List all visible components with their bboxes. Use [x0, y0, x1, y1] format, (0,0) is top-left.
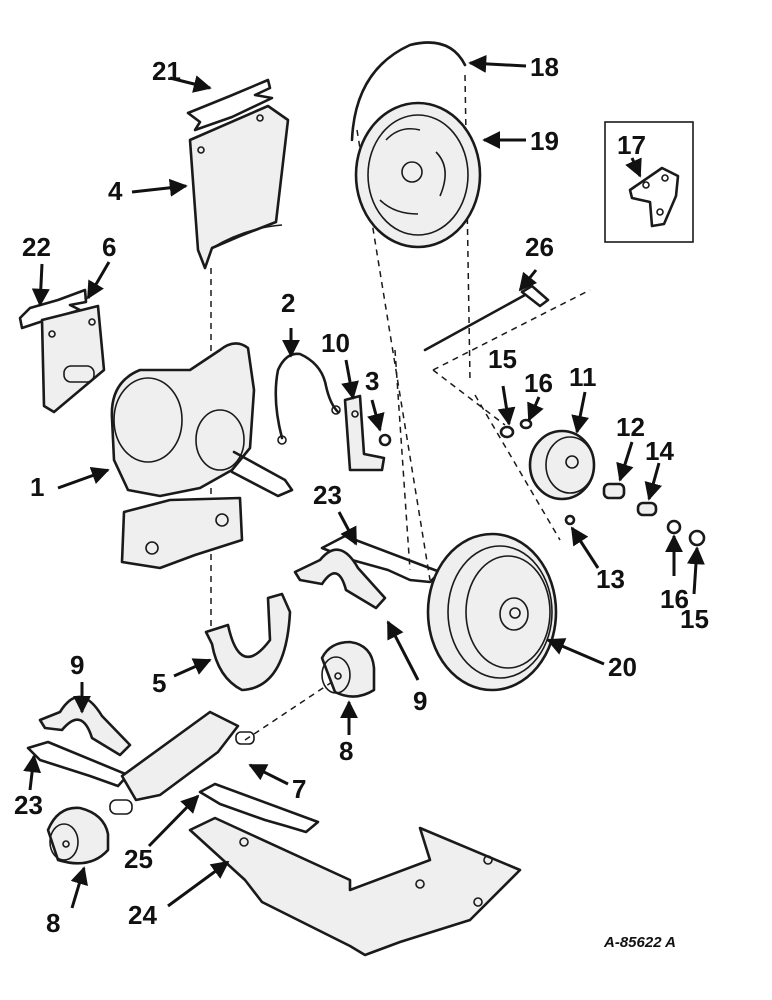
part-11-idler-pulley [528, 429, 596, 501]
part-15-spacer-lower [688, 529, 706, 547]
callout-5: 5 [152, 668, 167, 698]
part-15-spacer-upper [499, 425, 515, 439]
callout-19: 19 [530, 126, 559, 156]
part-2-cable [274, 352, 340, 440]
callout-15-lower: 15 [680, 604, 709, 634]
part-14-bushing [636, 501, 658, 517]
callout-16-lower: 16 [660, 584, 689, 614]
callout-20: 20 [608, 652, 637, 682]
callout-26: 26 [525, 232, 554, 262]
part-9-clamp-upper [293, 548, 387, 610]
callout-14: 14 [645, 436, 674, 466]
callout-21: 21 [152, 56, 181, 86]
part-8-cushion-upper [320, 640, 376, 698]
part-23-shim-upper [320, 534, 442, 584]
callout-25: 25 [124, 844, 153, 874]
callout-24: 24 [128, 900, 157, 930]
callout-1: 1 [30, 472, 45, 502]
part-7-mount-plate [109, 710, 255, 815]
callout-2: 2 [281, 288, 296, 318]
callout-leaders [23, 54, 705, 909]
part-16-washer-upper [519, 418, 533, 430]
callout-13: 13 [596, 564, 625, 594]
callout-4: 4 [108, 176, 123, 206]
part-9-clamp-lower [38, 695, 132, 757]
callout-12: 12 [616, 412, 645, 442]
part-12-bushing [602, 482, 626, 500]
part-21-shim [186, 78, 274, 132]
part-20-drive-pulley [426, 532, 558, 692]
part-25-shim [198, 782, 320, 834]
callout-16-upper: 16 [524, 368, 553, 398]
part-3-nut [378, 433, 392, 447]
part-19-pulley [354, 101, 482, 249]
callout-7: 7 [292, 774, 307, 804]
callout-10: 10 [321, 328, 350, 358]
part-24-base-bracket [188, 816, 522, 957]
callout-23-upper: 23 [313, 480, 342, 510]
callout-9-lower: 9 [70, 650, 85, 680]
inset-box-17 [604, 121, 694, 243]
callout-3: 3 [365, 366, 380, 396]
drawing-code: A-85622 A [604, 934, 676, 951]
part-5-strap [204, 592, 292, 692]
part-16-washer-lower [666, 519, 682, 535]
callout-8-upper: 8 [339, 736, 354, 766]
callout-6: 6 [102, 232, 117, 262]
part-26-rod [423, 284, 550, 352]
part-6-plate [40, 304, 106, 414]
callout-22: 22 [22, 232, 51, 262]
callout-9-upper: 9 [413, 686, 428, 716]
part-8-cushion-lower [46, 806, 110, 865]
part-1-gearbox [110, 342, 294, 570]
callout-8-lower: 8 [46, 908, 61, 938]
part-13-bolt [564, 514, 576, 526]
part-10-bracket [343, 394, 386, 472]
callout-15-upper: 15 [488, 344, 517, 374]
part-4-shield [188, 104, 290, 270]
callout-17: 17 [617, 130, 646, 160]
callout-18: 18 [530, 52, 559, 82]
callout-23-lower: 23 [14, 790, 43, 820]
callout-11: 11 [569, 362, 597, 392]
